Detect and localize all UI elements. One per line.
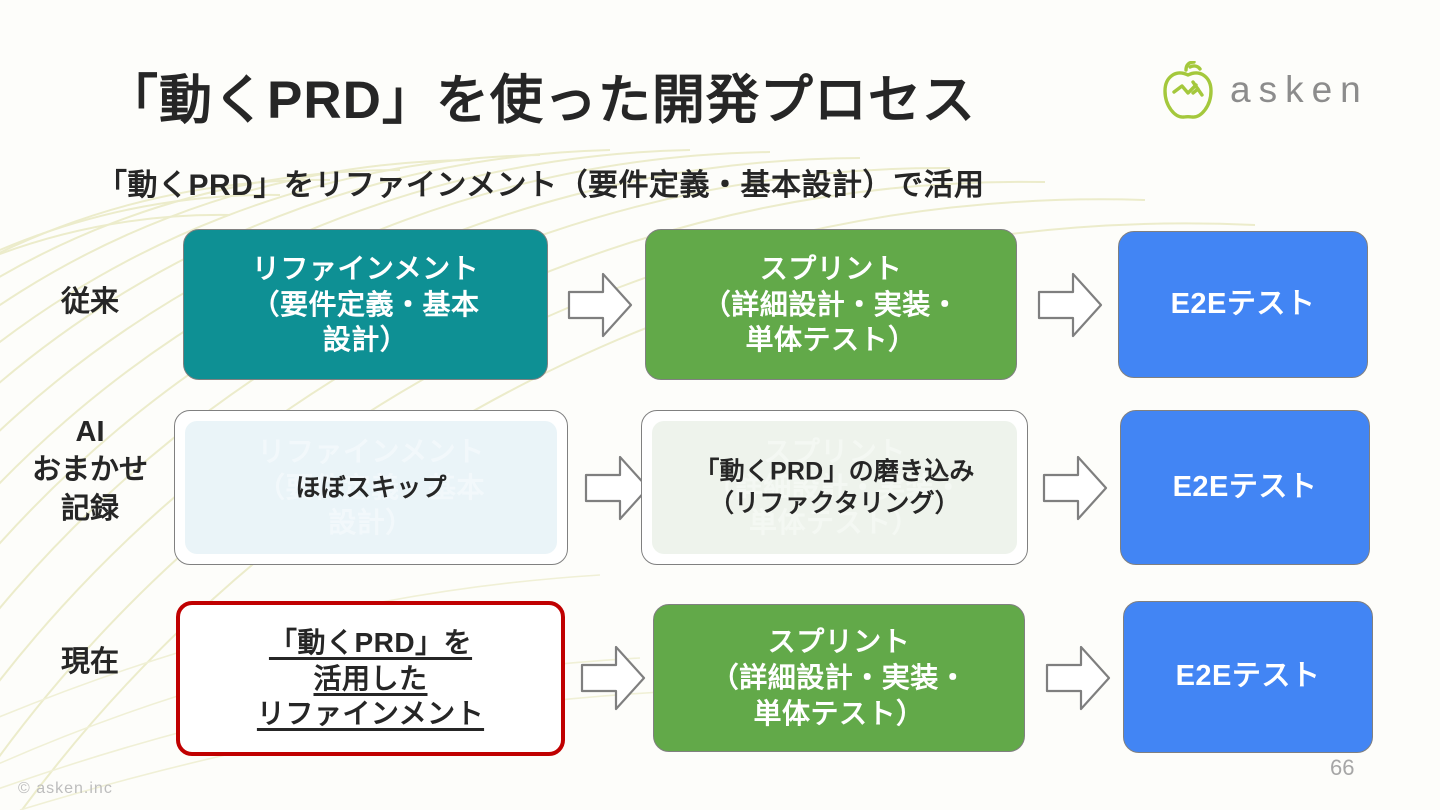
step-line: （詳細設計・実装・ (702, 288, 960, 320)
row-label-line: 現在 (60, 646, 119, 678)
step-line: 単体テスト） (745, 324, 917, 356)
step-line: 設計） (322, 324, 409, 356)
slide-title: 「動くPRD」を使った開発プロセス (105, 71, 976, 130)
row-label-current: 現在 (0, 643, 180, 681)
step-overlay-line: ほぼスキップ (295, 473, 447, 502)
step-box-ghost-content: リファインメント （要件定義・基本 設計） (185, 421, 557, 554)
step-line-ghost: （詳細設計・実装・ (706, 471, 963, 503)
slide-subtitle: 「動くPRD」をリファインメント（要件定義・基本設計）で活用 (97, 169, 985, 202)
row-label-line: 従来 (60, 286, 119, 318)
right-arrow-icon (1042, 455, 1108, 521)
step-line-ghost: （要件定義・基本 (256, 471, 485, 503)
step-overlay-line: （リファクタリング） (708, 489, 960, 518)
row-label-conventional: 従来 (0, 283, 180, 321)
step-line-ghost: 単体テスト） (748, 507, 920, 539)
step-overlay-label: 「動くPRD」の磨き込み （リファクタリング） (642, 455, 1027, 520)
step-box-prd-polish[interactable]: スプリント （詳細設計・実装・ 単体テスト） 「動くPRD」の磨き込み （リファ… (641, 410, 1028, 565)
step-overlay-line: 「動くPRD」の磨き込み (694, 457, 975, 485)
step-box-e2e-test[interactable]: E2Eテスト (1118, 231, 1368, 378)
step-line-ghost: スプリント (763, 435, 906, 467)
row-label-ai-auto: AI おまかせ 記録 (0, 413, 180, 528)
step-box-refinement-with-prd[interactable]: 「動くPRD」を 活用した リファインメント (176, 601, 565, 756)
page-number: 66 (1330, 755, 1355, 780)
step-line: スプリント (759, 252, 903, 284)
logo-wordmark: asken (1230, 68, 1369, 110)
step-line: スプリント (767, 626, 911, 658)
step-line: E2Eテスト (1175, 660, 1321, 693)
step-line: E2Eテスト (1172, 470, 1318, 503)
row-label-line: 記録 (60, 492, 119, 525)
copyright-notice: © asken.inc (18, 780, 113, 797)
right-arrow-icon (584, 455, 650, 521)
step-line: 単体テスト） (753, 697, 925, 729)
apple-logo-icon (1163, 61, 1213, 119)
right-arrow-icon (1045, 645, 1111, 711)
right-arrow-icon (1037, 272, 1103, 338)
row-label-line: おまかせ (31, 454, 148, 487)
right-arrow-icon (580, 645, 646, 711)
step-box-e2e-test[interactable]: E2Eテスト (1123, 601, 1373, 753)
step-box-refinement[interactable]: リファインメント （要件定義・基本 設計） (183, 229, 548, 380)
step-line: （詳細設計・実装・ (710, 662, 968, 694)
step-line: 「動くPRD」を (268, 626, 473, 658)
step-line: 活用した (313, 662, 428, 694)
step-line: リファインメント (256, 698, 485, 730)
right-arrow-icon (567, 272, 633, 338)
step-line: リファインメント (251, 252, 480, 284)
step-box-sprint[interactable]: スプリント （詳細設計・実装・ 単体テスト） (645, 229, 1017, 380)
row-label-line: AI (75, 416, 105, 448)
step-line: （要件定義・基本 (251, 288, 480, 320)
step-box-e2e-test[interactable]: E2Eテスト (1120, 410, 1370, 565)
step-line: E2Eテスト (1170, 287, 1316, 320)
step-box-refinement-skipped[interactable]: リファインメント （要件定義・基本 設計） ほぼスキップ (174, 410, 568, 565)
step-line-ghost: リファインメント (257, 435, 485, 467)
asken-logo: asken (1160, 58, 1400, 124)
step-box-sprint[interactable]: スプリント （詳細設計・実装・ 単体テスト） (653, 604, 1025, 752)
step-overlay-label: ほぼスキップ (175, 471, 567, 504)
step-line-ghost: 設計） (328, 507, 414, 539)
step-box-ghost-content: スプリント （詳細設計・実装・ 単体テスト） (652, 421, 1017, 554)
